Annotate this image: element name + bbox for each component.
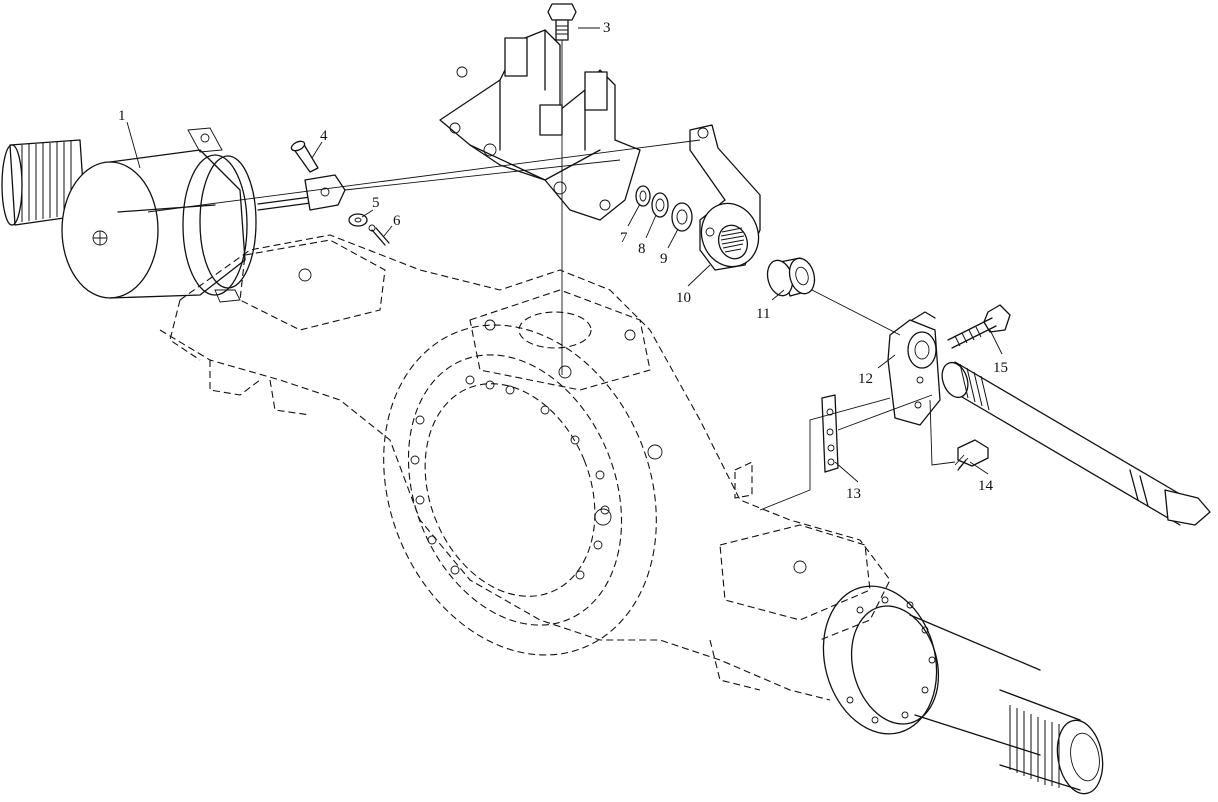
callout-15: 15 (993, 360, 1008, 376)
callout-leaders (126, 27, 1003, 483)
callout-4: 4 (320, 128, 328, 144)
bolt-3 (547, 3, 577, 375)
callout-labels: 1 3 4 5 6 7 8 9 10 11 12 13 14 15 (118, 20, 1008, 502)
bolt-14 (954, 439, 989, 471)
callout-7: 7 (620, 230, 628, 246)
clevis-pin-4 (290, 140, 319, 173)
washer-9 (671, 202, 693, 232)
callout-6: 6 (393, 213, 401, 229)
callout-14: 14 (978, 478, 994, 494)
callout-1: 1 (118, 108, 126, 124)
axle-housing (159, 234, 891, 701)
callout-3: 3 (603, 20, 611, 36)
assembly-lines (147, 139, 956, 511)
callout-8: 8 (638, 241, 646, 257)
cotter-pin-6 (368, 224, 390, 246)
bolt-15 (947, 304, 1011, 349)
callout-9: 9 (660, 251, 668, 267)
camshaft-bracket-12 (887, 311, 941, 426)
mounting-plate-13 (821, 394, 839, 473)
brake-bracket (439, 29, 641, 221)
callout-5: 5 (372, 195, 380, 211)
callout-11: 11 (756, 306, 770, 322)
washer-7 (635, 185, 651, 207)
axle-spindle-right (822, 585, 1104, 795)
callout-13: 13 (846, 486, 861, 502)
callout-10: 10 (676, 290, 691, 306)
camshaft (941, 361, 1211, 526)
washer-8 (651, 192, 669, 218)
brake-chamber (1, 127, 346, 303)
slack-adjuster (689, 124, 761, 271)
callout-12: 12 (858, 371, 873, 387)
bushing-11 (766, 257, 816, 297)
